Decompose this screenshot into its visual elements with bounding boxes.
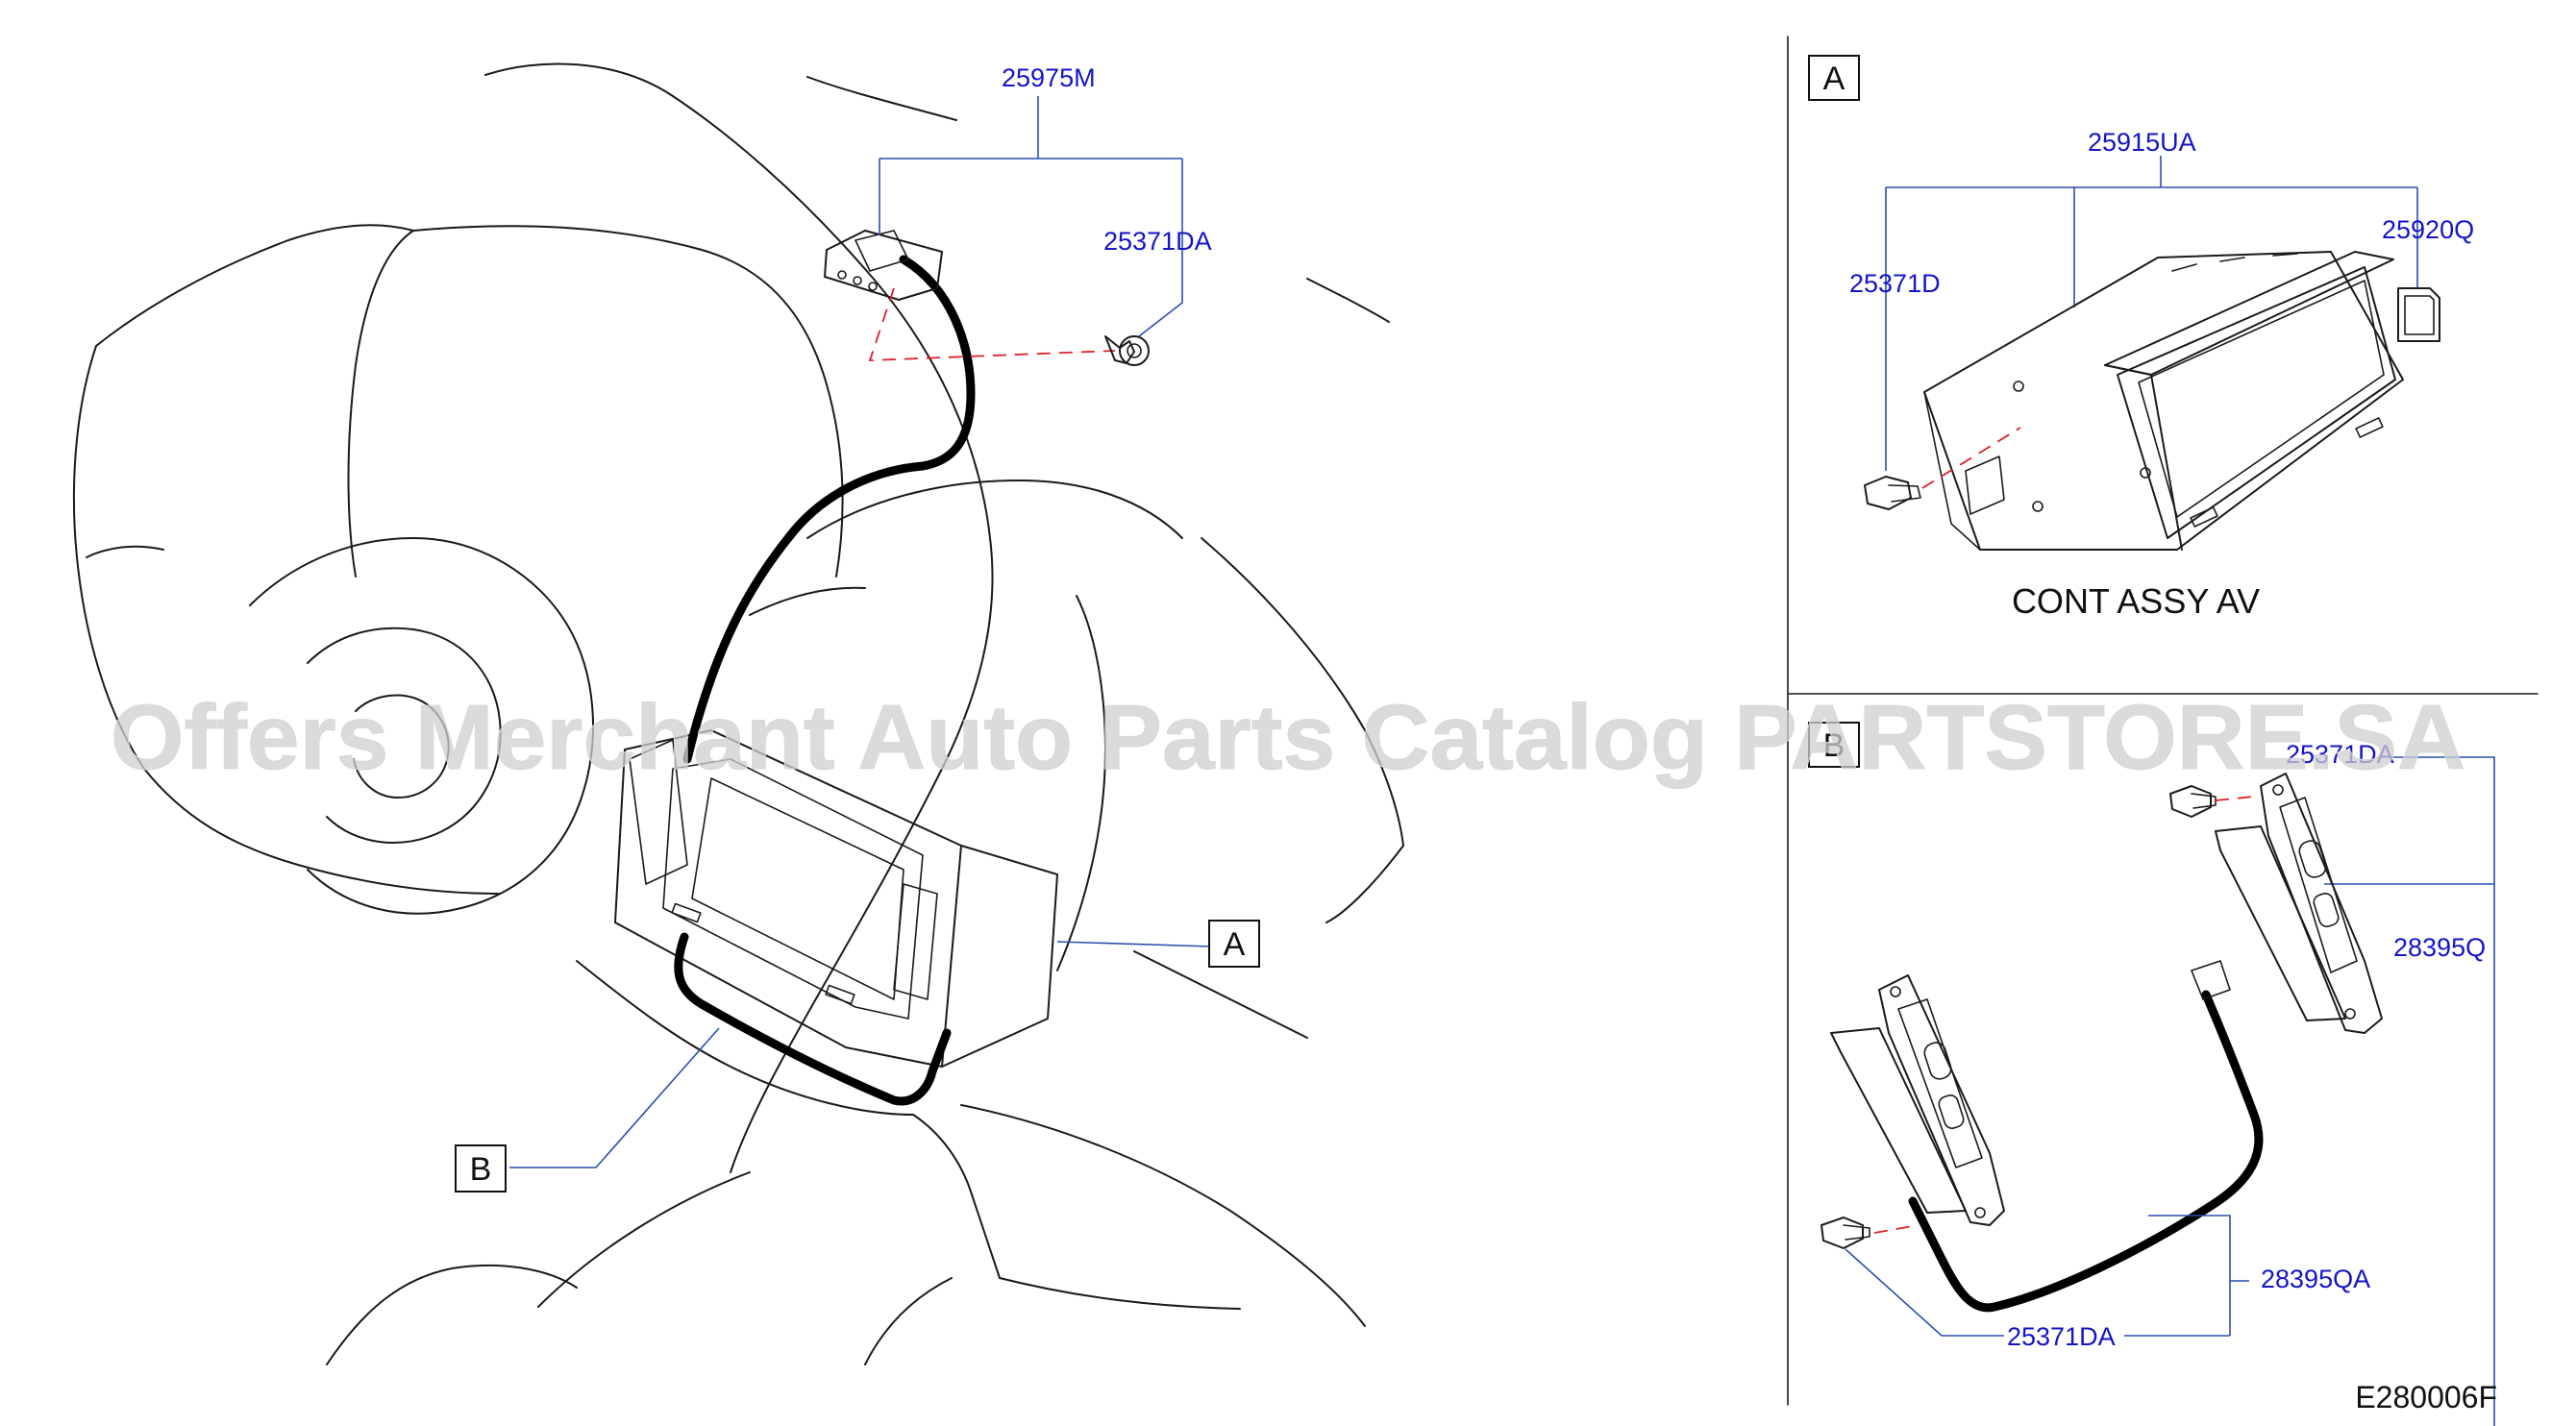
part-25975M-label: 25975M — [1002, 63, 1096, 92]
leader-28395QA — [2148, 1215, 2249, 1336]
section-a-marker-box — [1808, 55, 1860, 101]
right-switch-guide-dash — [2215, 796, 2255, 801]
part-28395QA-label: 28395QA — [2261, 1265, 2370, 1293]
view-marker-a: A — [1224, 926, 1246, 963]
view-marker-a-box — [1208, 920, 1260, 968]
leader-25975M — [879, 96, 1183, 337]
av-unit-guide-dash — [1921, 427, 2021, 489]
section-b-marker-box — [1808, 722, 1860, 768]
part-25920Q-label: 25920Q — [2382, 215, 2474, 244]
leader-b-main — [509, 1027, 720, 1168]
switch-harness-cable — [1908, 990, 2264, 1313]
part-25915UA-label: 25915UA — [2088, 128, 2196, 157]
part-25371DA-bottom-label: 25371DA — [2007, 1322, 2116, 1351]
antenna-cable — [682, 255, 976, 764]
harness-b-cable — [674, 932, 952, 1106]
sd-card-icon — [2397, 287, 2440, 342]
antenna-guide-dash — [868, 287, 1116, 361]
view-marker-b: B — [470, 1151, 492, 1188]
part-25371D-label: 25371D — [1849, 269, 1941, 298]
view-marker-b-box — [455, 1144, 507, 1192]
screw-icon — [2169, 785, 2217, 818]
part-28395Q-label: 28395Q — [2393, 933, 2486, 962]
steering-switch-left-illustration — [1830, 974, 2005, 1226]
watermark-text: Offers Merchant Auto Parts Catalog PARTS… — [111, 686, 2465, 789]
steering-switch-right-illustration — [2215, 773, 2383, 1034]
part-25371DA-right-label: 25371DA — [2286, 740, 2394, 769]
section-b-marker: B — [1823, 727, 1845, 764]
leader-25371DA-right — [2324, 756, 2495, 1426]
switch-harness-connector — [2191, 960, 2231, 1000]
head-unit-illustration — [614, 729, 1058, 1068]
screw-icon — [1864, 476, 1921, 510]
section-a-marker: A — [1823, 61, 1845, 97]
part-25371DA-top-label: 25371DA — [1103, 227, 1212, 256]
diagram-code: E280006F — [2355, 1380, 2497, 1414]
screw-icon — [1821, 1217, 1870, 1249]
av-control-unit-illustration — [1923, 251, 2404, 551]
antenna-module — [824, 230, 943, 301]
leader-25915UA — [1885, 156, 2418, 471]
left-switch-guide-dash — [1873, 1225, 1914, 1234]
section-a-caption: CONT ASSY AV — [2012, 581, 2260, 621]
leader-25371DA-bottom — [1845, 1248, 2230, 1337]
dashboard-outline — [72, 62, 1404, 1365]
screw-icon — [1104, 335, 1150, 366]
leader-a-main — [1056, 941, 1212, 947]
